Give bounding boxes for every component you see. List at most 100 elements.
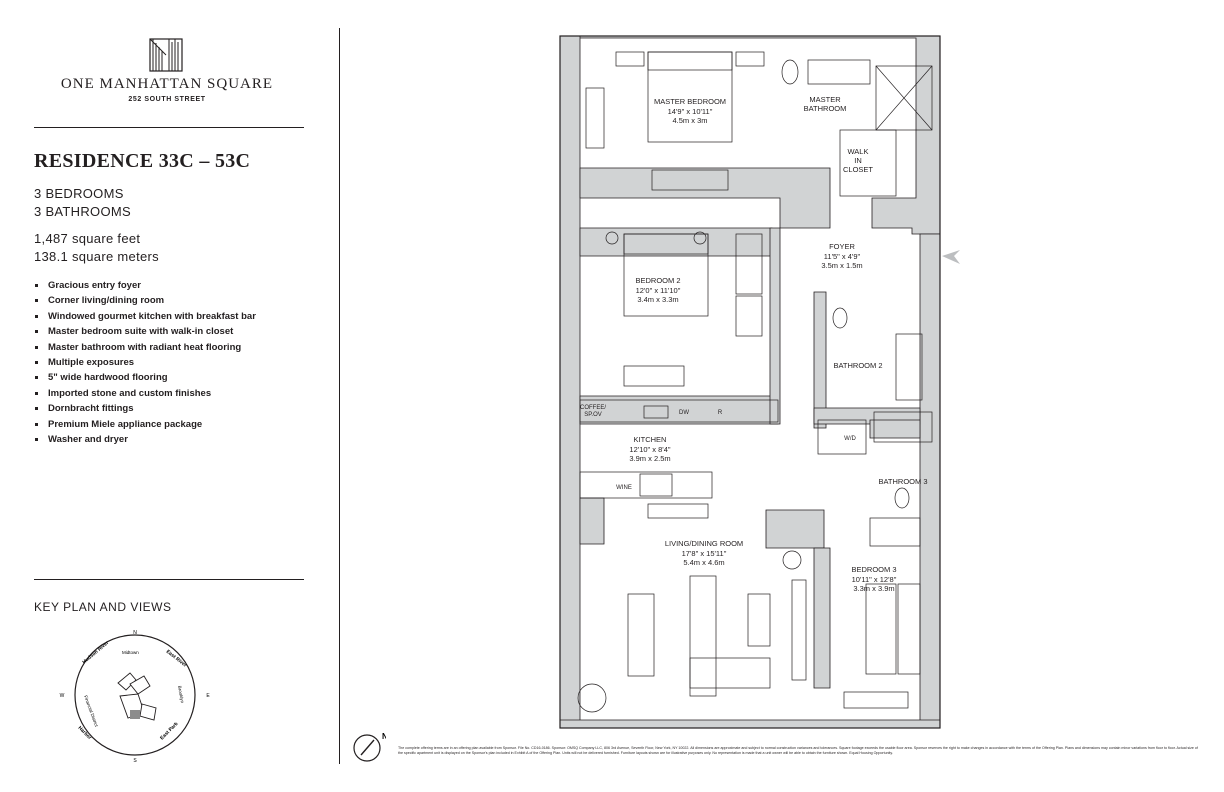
- view-hudson-river: Hudson River: [81, 640, 110, 666]
- bed2-closet-2: [735, 295, 763, 337]
- coffee-oven-label: COFFEE/: [580, 405, 606, 411]
- master-toilet: [781, 59, 799, 85]
- master-dresser: [651, 169, 729, 191]
- breakfast-bar: [647, 503, 709, 519]
- svg-text:17'8" x 15'11": 17'8" x 15'11": [682, 549, 727, 558]
- compass-e: E: [206, 693, 210, 699]
- north-label: N: [382, 732, 386, 741]
- room-master-bedroom: MASTER BEDROOM: [654, 97, 726, 106]
- divider-key-plan: [34, 579, 304, 580]
- bath3-tub: [873, 411, 933, 443]
- entry-arrow-icon: [942, 250, 960, 264]
- view-financial-district: Financial District: [83, 695, 99, 728]
- feature-item: 5" wide hardwood flooring: [34, 370, 256, 385]
- view-harbor: Harbor: [77, 725, 93, 741]
- furniture: [577, 51, 933, 713]
- north-arrow-icon: N: [353, 732, 386, 762]
- washer-dryer-label: W/D: [844, 436, 856, 442]
- floor-plan-walls: [559, 35, 941, 729]
- room-labels: MASTER BEDROOM 14'9" x 10'11" 4.5m x 3m …: [629, 95, 927, 593]
- building-logo-icon: [149, 38, 183, 72]
- living-plant: [577, 683, 607, 713]
- living-sofa: [689, 575, 717, 697]
- room-master-bathroom: MASTER: [809, 95, 841, 104]
- svg-text:12'10" x 8'4": 12'10" x 8'4": [629, 445, 670, 454]
- media-console: [791, 579, 807, 681]
- compass-n: N: [133, 630, 137, 636]
- feature-item: Multiple exposures: [34, 355, 256, 370]
- bed2-desk: [623, 365, 685, 387]
- room-bathroom-3: BATHROOM 3: [878, 477, 927, 486]
- svg-text:CLOSET: CLOSET: [843, 165, 873, 174]
- svg-text:10'11" x 12'8": 10'11" x 12'8": [852, 575, 897, 584]
- view-midtown: Midtown: [122, 650, 139, 655]
- svg-text:14'9" x 10'11": 14'9" x 10'11": [668, 107, 713, 116]
- master-shower: [875, 65, 933, 131]
- master-bed-headboard: [647, 51, 733, 71]
- bed2-closet-1: [735, 233, 763, 295]
- area-square-meters: 138.1 square meters: [34, 249, 159, 264]
- appliance-labels: COFFEE/ SP.OV DW R WINE W/D: [580, 405, 857, 491]
- plan-outline: [559, 35, 941, 729]
- bed3: [865, 583, 897, 675]
- bed3-desk: [843, 691, 909, 709]
- bath2-tub: [895, 333, 923, 401]
- svg-text:BATHROOM: BATHROOM: [804, 104, 847, 113]
- svg-text:3.4m x 3.3m: 3.4m x 3.3m: [637, 295, 678, 304]
- compass-w: W: [60, 693, 65, 699]
- floor-plan: MASTER BEDROOM 14'9" x 10'11" 4.5m x 3m …: [559, 35, 960, 729]
- key-plan-heading: KEY PLAN AND VIEWS: [34, 600, 172, 614]
- feature-item: Master bedroom suite with walk-in closet: [34, 324, 256, 339]
- walk-in-closet: [839, 129, 897, 197]
- kitchen-counter: [579, 399, 779, 423]
- bath3-toilet: [894, 487, 910, 509]
- room-walk-in-closet: WALK: [848, 147, 869, 156]
- svg-text:4.5m x 3m: 4.5m x 3m: [672, 116, 707, 125]
- master-vanity: [807, 59, 871, 85]
- feature-item: Imported stone and custom finishes: [34, 386, 256, 401]
- compass-s: S: [133, 758, 137, 764]
- kitchen-sink: [643, 405, 669, 419]
- room-bathroom-2: BATHROOM 2: [833, 361, 882, 370]
- key-plan-diagram: N S E W Hudson River East River Midtown …: [60, 630, 211, 764]
- room-foyer: FOYER: [829, 242, 855, 251]
- brand-address: 252 SOUTH STREET: [128, 96, 206, 103]
- svg-text:3.9m x 2.5m: 3.9m x 2.5m: [629, 454, 670, 463]
- residence-title: RESIDENCE 33C – 53C: [34, 150, 251, 172]
- feature-item: Washer and dryer: [34, 432, 256, 447]
- divider-top: [34, 127, 304, 128]
- living-lamp: [782, 550, 802, 570]
- unit-highlight: [130, 710, 140, 719]
- cooktop: [639, 473, 673, 497]
- column-divider: [339, 28, 340, 764]
- compass-ring: [74, 634, 196, 756]
- room-bedroom-3: BEDROOM 3: [851, 565, 896, 574]
- refrigerator-label: R: [718, 410, 723, 416]
- room-living-dining: LIVING/DINING ROOM: [665, 539, 743, 548]
- feature-item: Premium Miele appliance package: [34, 417, 256, 432]
- feature-item: Gracious entry foyer: [34, 278, 256, 293]
- view-brooklyn: Brooklyn: [177, 685, 185, 704]
- room-bedroom-2: BEDROOM 2: [635, 276, 680, 285]
- area-square-feet: 1,487 square feet: [34, 231, 141, 246]
- bath2-toilet: [832, 307, 848, 329]
- kitchen-island: [579, 471, 713, 499]
- svg-text:3.5m x 1.5m: 3.5m x 1.5m: [821, 261, 862, 270]
- feature-item: Dornbracht fittings: [34, 401, 256, 416]
- svg-text:5.4m x 4.6m: 5.4m x 4.6m: [683, 558, 724, 567]
- washer-dryer-closet: [817, 419, 867, 455]
- feature-item: Corner living/dining room: [34, 293, 256, 308]
- svg-text:11'5" x 4'9": 11'5" x 4'9": [824, 252, 861, 261]
- svg-text:12'0" x 11'10": 12'0" x 11'10": [636, 286, 681, 295]
- bedroom-count: 3 BEDROOMS: [34, 186, 124, 201]
- svg-text:3.3m x 3.9m: 3.3m x 3.9m: [853, 584, 894, 593]
- brand-name: ONE MANHATTAN SQUARE: [60, 76, 274, 92]
- wine-label: WINE: [616, 485, 632, 491]
- building-footprint: [117, 672, 157, 721]
- feature-list: Gracious entry foyer Corner living/dinin…: [34, 278, 256, 447]
- coffee-table: [747, 593, 771, 647]
- dining-table: [627, 593, 655, 677]
- feature-item: Windowed gourmet kitchen with breakfast …: [34, 309, 256, 324]
- bathroom-count: 3 BATHROOMS: [34, 204, 131, 219]
- room-kitchen: KITCHEN: [634, 435, 667, 444]
